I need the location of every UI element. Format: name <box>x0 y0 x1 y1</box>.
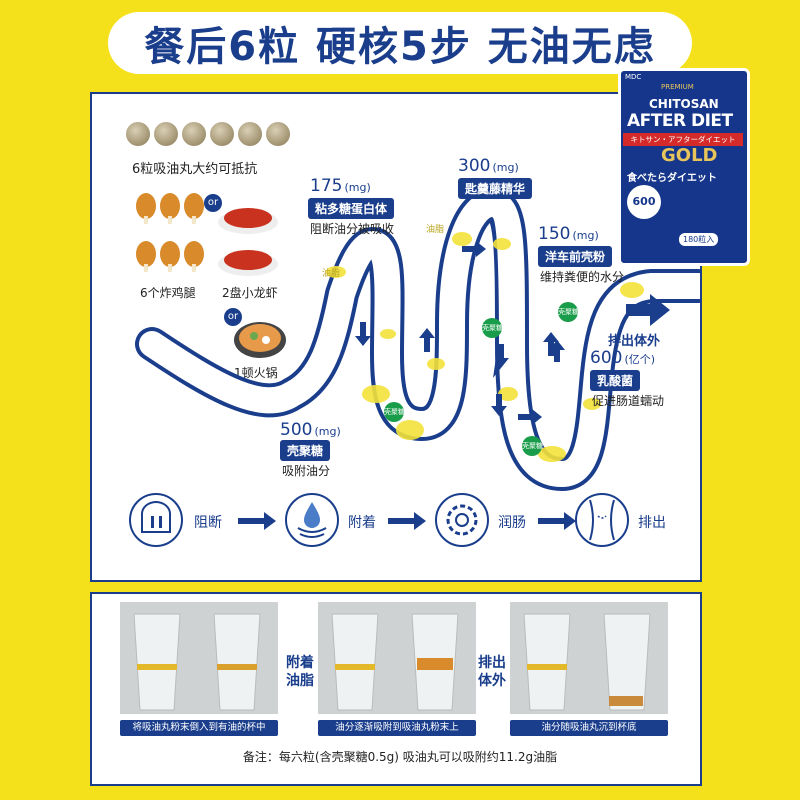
fried-chicken-icon <box>136 241 204 272</box>
chitosan-dot-label: 壳聚糖 <box>482 324 503 332</box>
premium-label: PREMIUM <box>661 83 694 91</box>
demo-caption: 将吸油丸粉末倒入到有油的杯中 <box>120 720 278 736</box>
body-waist-icon <box>575 493 629 547</box>
footnote: 备注：每六粒(含壳聚糖0.5g) 吸油丸可以吸附约11.2g油脂 <box>242 750 558 764</box>
demo-photo <box>510 602 668 714</box>
hotpot-icon <box>234 322 286 358</box>
product-jp-title: 食べたらダイエット <box>627 173 717 184</box>
step-amount: 175(mg) <box>310 176 371 196</box>
demo-caption: 油分随吸油丸沉到杯底 <box>510 720 668 736</box>
brand-mark: MDC <box>625 73 642 81</box>
step-name-badge: 乳酸菌 <box>590 370 641 391</box>
demo-photo <box>318 602 476 714</box>
intestine-pipe-diagram <box>135 187 700 491</box>
between-label: 附着油脂 <box>286 655 314 689</box>
food-chicken-label: 6个炸鸡腿 <box>140 286 196 300</box>
food-hotpot-label: 1顿火锅 <box>234 366 278 380</box>
exit-label: 排出体外 <box>608 334 661 349</box>
oil-label: 油脂 <box>426 225 445 235</box>
crayfish-plate-icon <box>218 208 278 234</box>
step-amount: 300(mg) <box>458 156 519 176</box>
pills-row-icon <box>126 122 290 146</box>
glasses-image <box>523 613 651 711</box>
process-step-label: 阻断 <box>194 515 222 531</box>
block-icon <box>129 493 183 547</box>
food-crayfish-label: 2盘小龙虾 <box>222 286 278 300</box>
step-name-badge: 匙羹藤精华 <box>458 178 533 199</box>
step-desc: 阻断油分被吸收 <box>310 222 395 236</box>
between-label: 排出体外 <box>478 655 506 689</box>
product-ribbon: キトサン・アフターダイエット <box>623 133 743 146</box>
water-drop-icon <box>285 493 339 547</box>
step-desc: 维持粪便的水分 <box>540 270 625 284</box>
demo-caption: 油分逐渐吸附到吸油丸粉末上 <box>318 720 476 736</box>
step-name-badge: 洋车前壳粉 <box>538 246 613 267</box>
chitosan-dot-label: 壳聚糖 <box>384 408 405 416</box>
demo-panel: 将吸油丸粉末倒入到有油的杯中 油分逐渐吸附到吸油丸粉末上 油分随吸油丸沉到杯底 … <box>90 592 702 786</box>
crayfish-plate-icon <box>218 250 278 276</box>
process-step-label: 排出 <box>638 515 666 531</box>
or-badge: or <box>204 194 222 212</box>
process-step-label: 润肠 <box>498 515 526 531</box>
pack-count: 180粒入 <box>679 233 719 246</box>
pills-caption: 6粒吸油丸大约可抵抗 <box>132 162 258 177</box>
product-line1: CHITOSAN <box>649 97 719 111</box>
glasses-image <box>133 613 261 711</box>
chitosan-dot-label: 壳聚糖 <box>522 442 543 450</box>
fried-chicken-icon <box>136 193 204 224</box>
arrow-right-icon <box>388 512 426 530</box>
step-amount: 150(mg) <box>538 224 599 244</box>
glasses-image <box>331 613 459 711</box>
intestine-gear-icon <box>435 493 489 547</box>
oil-label: 油脂 <box>322 269 341 279</box>
step-amount: 600(亿个) <box>590 348 656 368</box>
step-desc: 吸附油分 <box>282 464 331 478</box>
arrow-right-icon <box>538 512 576 530</box>
step-name-badge: 粘多糖蛋白体 <box>308 198 395 219</box>
process-panel: 6粒吸油丸大约可抵抗 or 6个炸鸡腿 2盘小龙虾 or 1顿火锅 <box>90 92 702 582</box>
product-gold: GOLD <box>661 145 718 166</box>
chitosan-dot-label: 壳聚糖 <box>558 308 579 316</box>
page-title: 餐后6粒 硬核5步 无油无虑 <box>144 24 656 70</box>
step-name-badge: 壳聚糖 <box>280 440 331 461</box>
arrow-right-icon <box>238 512 276 530</box>
count-badge: 600 <box>627 185 661 219</box>
product-package: MDC PREMIUM CHITOSAN AFTER DIET キトサン・アフタ… <box>618 68 750 266</box>
or-badge: or <box>224 308 242 326</box>
demo-photo <box>120 602 278 714</box>
process-step-label: 附着 <box>348 515 376 531</box>
step-amount: 500(mg) <box>280 420 341 440</box>
step-desc: 促进肠道蠕动 <box>592 394 665 408</box>
product-line2: AFTER DIET <box>627 111 733 131</box>
title-banner: 餐后6粒 硬核5步 无油无虑 <box>108 12 692 74</box>
